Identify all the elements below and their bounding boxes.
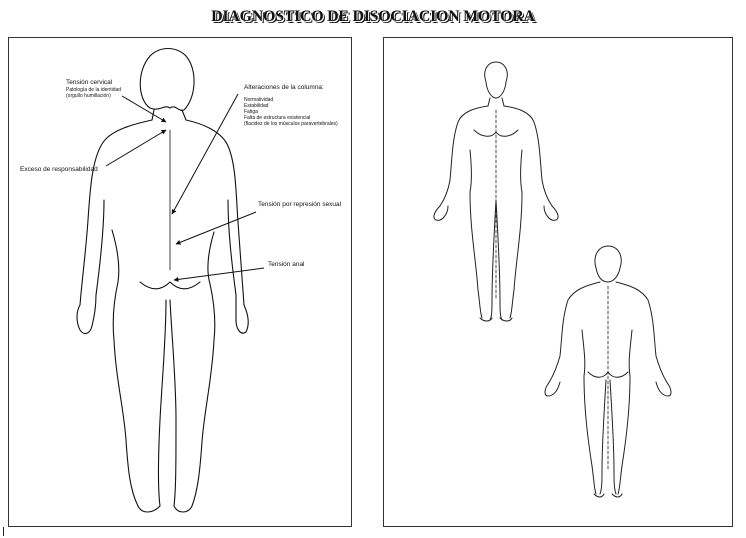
- label-tension-cervical-line-2: (orgullo humillación): [66, 93, 111, 99]
- front-feet: [479, 317, 513, 322]
- small-back-feet: [593, 493, 623, 498]
- label-tension-cervical-line-1: Patología de la identidad: [66, 87, 122, 93]
- left-hand: [76, 294, 97, 335]
- front-torso: [439, 105, 553, 207]
- label-columna-line-4: Falta de estructura existencial: [244, 115, 311, 121]
- front-head: [484, 61, 508, 99]
- head-hair: [139, 47, 195, 111]
- arrow-cervical: [121, 95, 167, 123]
- neck: [151, 109, 187, 121]
- label-columna-line-5: (flacidez de los músculos paravertebrale…: [244, 121, 338, 127]
- front-view-figure: [433, 61, 559, 322]
- small-back-hands: [544, 381, 672, 397]
- right-leg: [169, 299, 215, 507]
- back-view-figure-small: [544, 245, 672, 498]
- front-waist: [469, 149, 523, 193]
- label-exceso-responsabilidad: Exceso de responsabilidad: [20, 166, 98, 173]
- back-view-figure-large: [76, 47, 249, 513]
- label-columna-line-1: Normalividad: [244, 97, 274, 103]
- arrow-columna: [171, 93, 239, 215]
- page-title: DIAGNOSTICO DE DISOCIACION MOTORA: [211, 8, 535, 25]
- right-arm-inner: [227, 199, 237, 296]
- small-back-head: [594, 245, 622, 283]
- front-legs: [469, 191, 523, 321]
- annotation-arrows: [105, 93, 265, 282]
- left-panel: [8, 37, 352, 527]
- waist-hips: [111, 229, 216, 341]
- arrow-sexual: [175, 211, 257, 245]
- arrow-anal: [173, 267, 265, 282]
- label-tension-cervical: Tensión cervical: [66, 79, 113, 86]
- label-columna-line-2: Estabilidad: [244, 103, 269, 109]
- edge-mark: [3, 527, 4, 536]
- front-neck: [487, 97, 505, 107]
- right-panel: [383, 37, 733, 527]
- buttocks: [139, 281, 201, 290]
- feet: [137, 505, 193, 513]
- arrow-responsabilidad: [105, 129, 167, 167]
- label-alteraciones-columna: Alteraciones de la columna:: [244, 84, 324, 91]
- front-hands: [433, 205, 559, 221]
- small-back-torso: [547, 281, 669, 385]
- label-tension-anal: Tensión anal: [268, 261, 305, 268]
- torso-outline: [79, 119, 245, 306]
- label-tension-represion-sexual: Tensión por represión sexual: [258, 201, 342, 208]
- left-arm-inner: [95, 199, 105, 296]
- left-leg: [113, 299, 167, 507]
- right-hand: [235, 294, 249, 334]
- small-back-hips: [581, 329, 633, 377]
- label-columna-line-3: Fatiga: [244, 109, 258, 115]
- small-back-legs: [583, 375, 631, 495]
